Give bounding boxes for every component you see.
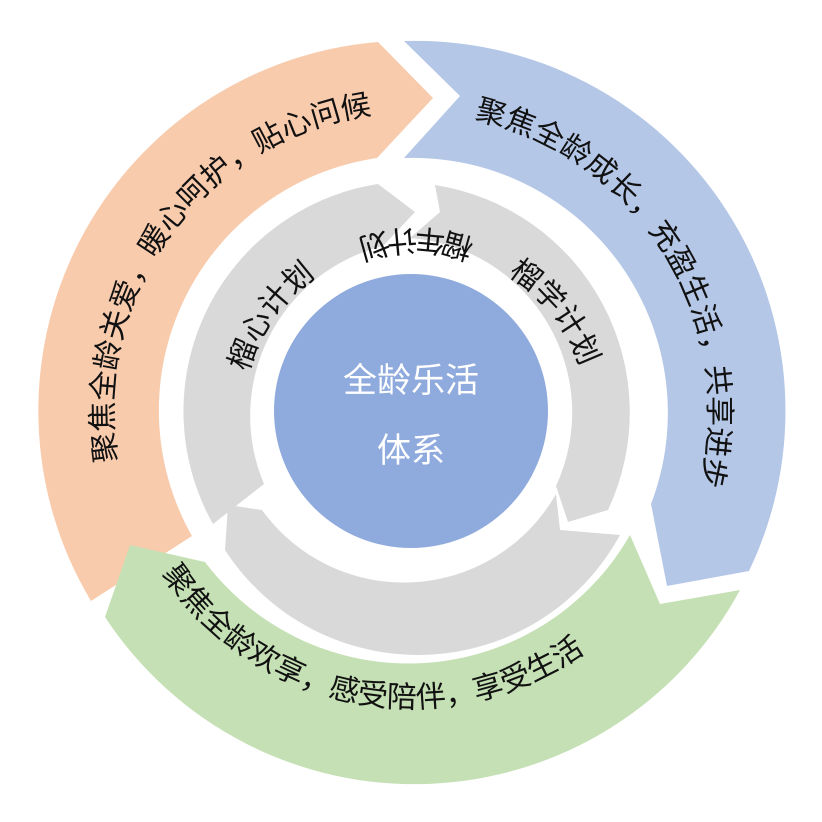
- outer-segment-care: [38, 42, 433, 601]
- outer-segment-growth: [404, 40, 786, 587]
- outer-segment-joy: [105, 535, 740, 785]
- inner-segment-heart: [183, 184, 415, 524]
- center-title-line1: 全龄乐活: [343, 361, 479, 401]
- center-circle: [274, 274, 548, 548]
- center-title-line2: 体系: [377, 431, 445, 471]
- inner-segment-senior: [225, 494, 620, 655]
- inner-label-senior: 榴年计划: [355, 221, 477, 266]
- inner-segment-learning: [410, 185, 630, 522]
